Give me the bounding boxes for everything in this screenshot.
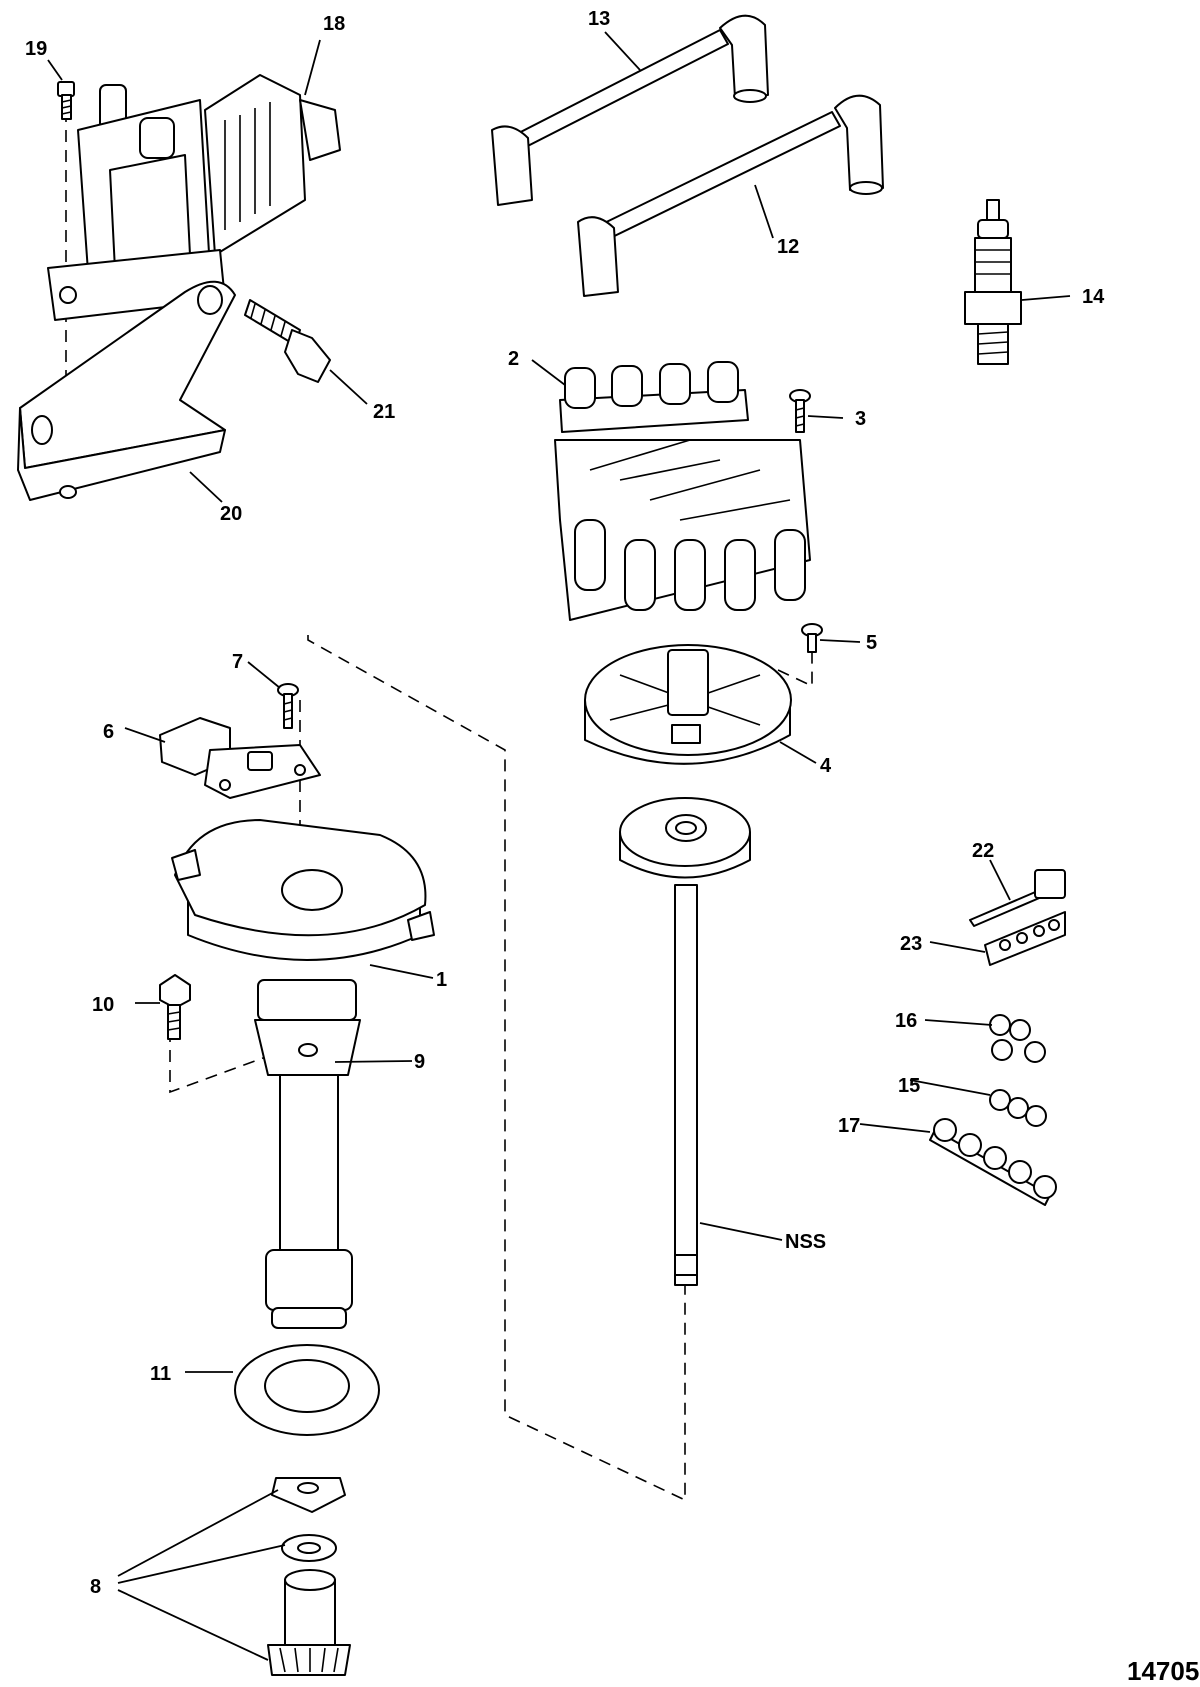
wire-retainer-16[interactable] (989, 1014, 1046, 1063)
callout-23: 23 (900, 933, 922, 955)
rotor-screw-5[interactable] (801, 623, 823, 653)
callout-labels: 19 18 13 12 14 2 3 21 20 5 4 7 6 1 9 10 … (25, 8, 1105, 1598)
coil-bolt[interactable] (57, 81, 75, 120)
callout-22: 22 (972, 840, 994, 862)
callout-21: 21 (373, 401, 395, 423)
callout-20: 20 (220, 503, 242, 525)
distributor-washer[interactable] (234, 1344, 380, 1436)
distributor-housing-shaft[interactable] (254, 979, 361, 1329)
spark-plug-wire-12[interactable] (577, 94, 884, 297)
callout-18: 18 (323, 13, 345, 35)
callout-5: 5 (866, 632, 877, 654)
callout-2: 2 (508, 348, 519, 370)
callout-1: 1 (436, 969, 447, 991)
distributor-cap[interactable] (554, 361, 811, 621)
pickup-sensor[interactable] (159, 717, 321, 799)
callout-19: 19 (25, 38, 47, 60)
cap-screw-3[interactable] (789, 389, 811, 433)
drive-gear-kit[interactable] (267, 1477, 351, 1676)
bracket-bolt[interactable] (244, 299, 331, 383)
figure-number: 14705 (1127, 1656, 1199, 1686)
callout-9: 9 (414, 1051, 425, 1073)
leader-lines (47, 31, 1071, 1661)
spark-plug[interactable] (964, 199, 1022, 365)
callout-4: 4 (820, 755, 832, 777)
callout-17: 17 (838, 1115, 860, 1137)
callout-14: 14 (1082, 286, 1105, 308)
callout-13: 13 (588, 8, 610, 30)
callout-8: 8 (90, 1576, 101, 1598)
callout-7: 7 (232, 651, 243, 673)
callout-10: 10 (92, 994, 114, 1016)
coil-mounting-bracket[interactable] (17, 280, 236, 501)
callout-6: 6 (103, 721, 114, 743)
wire-retainer-15[interactable] (989, 1089, 1047, 1127)
callout-3: 3 (855, 408, 866, 430)
distributor-rotor[interactable] (584, 644, 792, 765)
callout-12: 12 (777, 236, 799, 258)
wire-retainer-17[interactable] (929, 1118, 1057, 1206)
callout-15: 15 (898, 1075, 920, 1097)
callout-11: 11 (150, 1363, 171, 1385)
ignition-coil[interactable] (47, 74, 341, 321)
wire-tie-strap[interactable] (969, 869, 1066, 927)
wire-retainer-block[interactable] (984, 911, 1066, 966)
sensor-screw-7[interactable] (277, 683, 299, 729)
distributor-housing[interactable] (171, 819, 435, 961)
hold-down-bolt[interactable] (159, 974, 191, 1040)
callout-nss: NSS (785, 1231, 826, 1253)
spark-plug-wire-13[interactable] (491, 14, 769, 206)
callout-16: 16 (895, 1010, 917, 1032)
distributor-shaft-nss[interactable] (619, 797, 751, 1286)
